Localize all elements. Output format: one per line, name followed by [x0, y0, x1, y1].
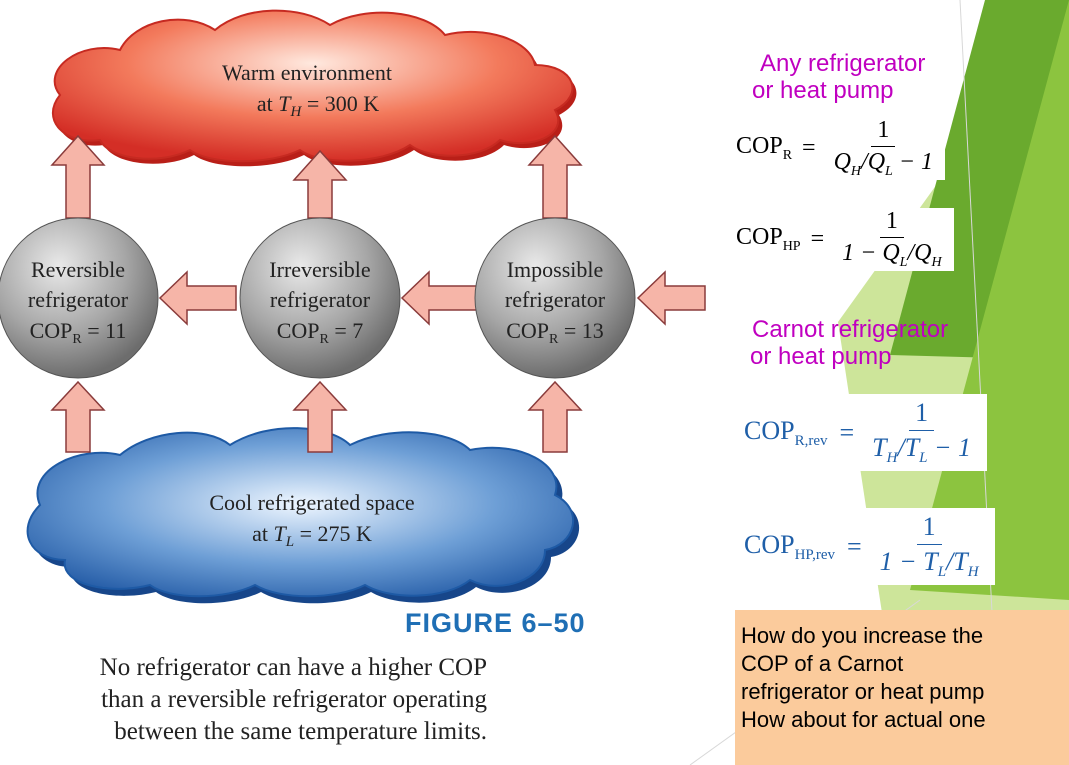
arrow-left-into-reversible: [158, 270, 237, 326]
sphere-impossible-line1: Impossible: [507, 257, 604, 282]
arrow-up-irreversible-to-warm: [292, 149, 348, 219]
warm-cloud-line1: Warm environment: [222, 60, 392, 85]
eq-lhs: COPHP: [736, 224, 801, 254]
callout-line: How do you increase the: [741, 623, 984, 648]
sphere-reversible-cop: COPR = 11: [30, 318, 127, 347]
arrow-up-reversible-to-warm: [50, 134, 106, 219]
callout-line: COP of a Carnot: [741, 651, 904, 676]
heading-line: or heat pump: [750, 343, 892, 370]
heading-line: Any refrigerator: [760, 50, 926, 77]
eq-lhs: COPR: [736, 133, 793, 163]
arrow-left-into-impossible: [636, 270, 706, 326]
cool-cloud-line2: at TL = 275 K: [252, 521, 372, 550]
cool-cloud-line1: Cool refrigerated space: [209, 490, 414, 515]
sphere-reversible: Reversible refrigerator COPR = 11: [0, 217, 159, 379]
figure-caption: No refrigerator can have a higher COP th…: [0, 652, 487, 748]
equation-cop-r-rev: COPR,rev = 1 TH/TL − 1: [740, 394, 988, 472]
eq-fraction: 1 QH/QL − 1: [828, 117, 939, 180]
sphere-irreversible-line1: Irreversible: [269, 257, 370, 282]
caption-line: than a reversible refrigerator operating: [101, 686, 487, 713]
eq-fraction: 1 1 − TL/TH: [874, 512, 985, 581]
sphere-impossible-cop: COPR = 13: [506, 318, 604, 347]
eq-denominator: 1 − TL/TH: [879, 547, 979, 581]
any-refrigerator-heading: Any refrigerator or heat pump: [752, 50, 926, 104]
sphere-reversible-line1: Reversible: [31, 257, 125, 282]
eq-lhs: COPHP,rev: [744, 529, 835, 563]
warm-cloud-line2: at TH = 300 K: [257, 91, 379, 120]
callout-line: refrigerator or heat pump: [741, 679, 985, 704]
sphere-impossible-line2: refrigerator: [505, 287, 606, 312]
sphere-impossible: Impossible refrigerator COPR = 13: [474, 217, 636, 379]
eq-denominator: 1 − QL/QH: [842, 240, 942, 270]
carnot-heading: Carnot refrigerator or heat pump: [750, 316, 949, 370]
sphere-reversible-line2: refrigerator: [28, 287, 129, 312]
equation-cop-r: COPR = 1 QH/QL − 1: [734, 117, 946, 180]
cool-space-cloud: Cool refrigerated space at TL = 275 K: [26, 427, 580, 604]
heading-line: or heat pump: [752, 77, 894, 104]
sphere-irreversible-line2: refrigerator: [270, 287, 371, 312]
eq-fraction: 1 1 − QL/QH: [836, 208, 947, 271]
figure-label: FIGURE 6–50: [405, 608, 586, 638]
arrow-up-cold-to-impossible: [527, 380, 583, 453]
arrow-up-impossible-to-warm: [527, 134, 583, 219]
warm-environment-cloud: Warm environment at TH = 300 K: [51, 9, 577, 167]
arrow-left-into-irreversible: [400, 270, 479, 326]
equation-cop-hp-rev: COPHP,rev = 1 1 − TL/TH: [740, 508, 995, 586]
eq-denominator: QH/QL − 1: [833, 149, 934, 179]
arrow-up-cold-to-irreversible: [292, 380, 348, 453]
sphere-irreversible-cop: COPR = 7: [277, 318, 364, 347]
question-callout: How do you increase the COP of a Carnot …: [735, 610, 1069, 765]
caption-line: between the same temperature limits.: [114, 718, 487, 745]
arrow-up-cold-to-reversible: [50, 380, 106, 453]
heading-line: Carnot refrigerator: [752, 316, 949, 343]
eq-fraction: 1 TH/TL − 1: [866, 398, 977, 467]
equation-cop-hp: COPHP = 1 1 − QL/QH: [734, 208, 954, 271]
sphere-irreversible: Irreversible refrigerator COPR = 7: [239, 217, 401, 379]
callout-line: How about for actual one: [741, 707, 986, 732]
caption-line: No refrigerator can have a higher COP: [99, 654, 487, 681]
eq-denominator: TH/TL − 1: [872, 433, 972, 467]
eq-lhs: COPR,rev: [744, 415, 828, 449]
